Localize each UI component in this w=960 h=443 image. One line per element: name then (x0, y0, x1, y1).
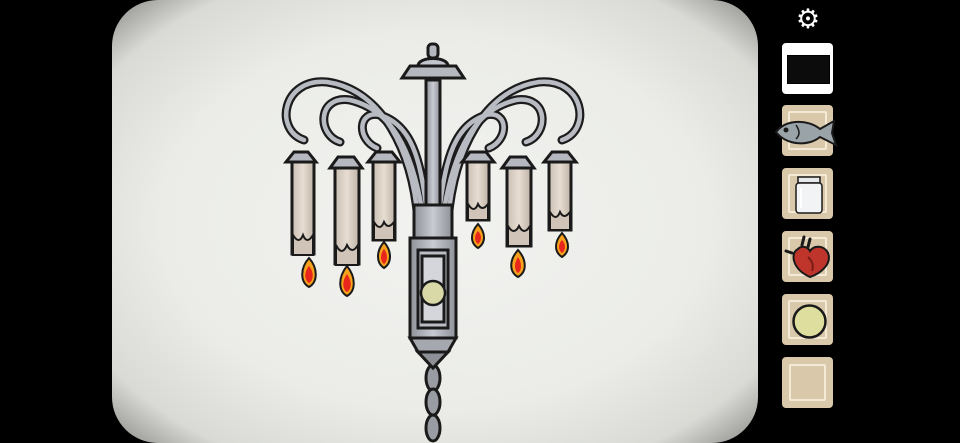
column-orb[interactable] (419, 279, 447, 307)
yellow-orb-icon (792, 304, 827, 339)
inventory-slot-heart[interactable] (780, 229, 835, 284)
fish-icon (774, 119, 838, 147)
inventory-slot-jar[interactable] (780, 166, 835, 221)
chandelier[interactable] (112, 0, 758, 443)
inventory-slot-empty[interactable] (780, 355, 835, 410)
chain[interactable] (424, 363, 442, 443)
inventory-slot-orb[interactable] (780, 292, 835, 347)
chandelier-column[interactable] (399, 42, 467, 371)
gear-icon[interactable]: ⚙ (795, 4, 821, 35)
glass-jar-icon (795, 176, 823, 214)
inventory-slot-map[interactable] (780, 41, 835, 96)
map-screen-icon (787, 55, 830, 84)
game-scene[interactable] (112, 0, 758, 443)
heart-organ-icon (784, 235, 830, 279)
inventory-slot-fish[interactable] (774, 103, 838, 158)
